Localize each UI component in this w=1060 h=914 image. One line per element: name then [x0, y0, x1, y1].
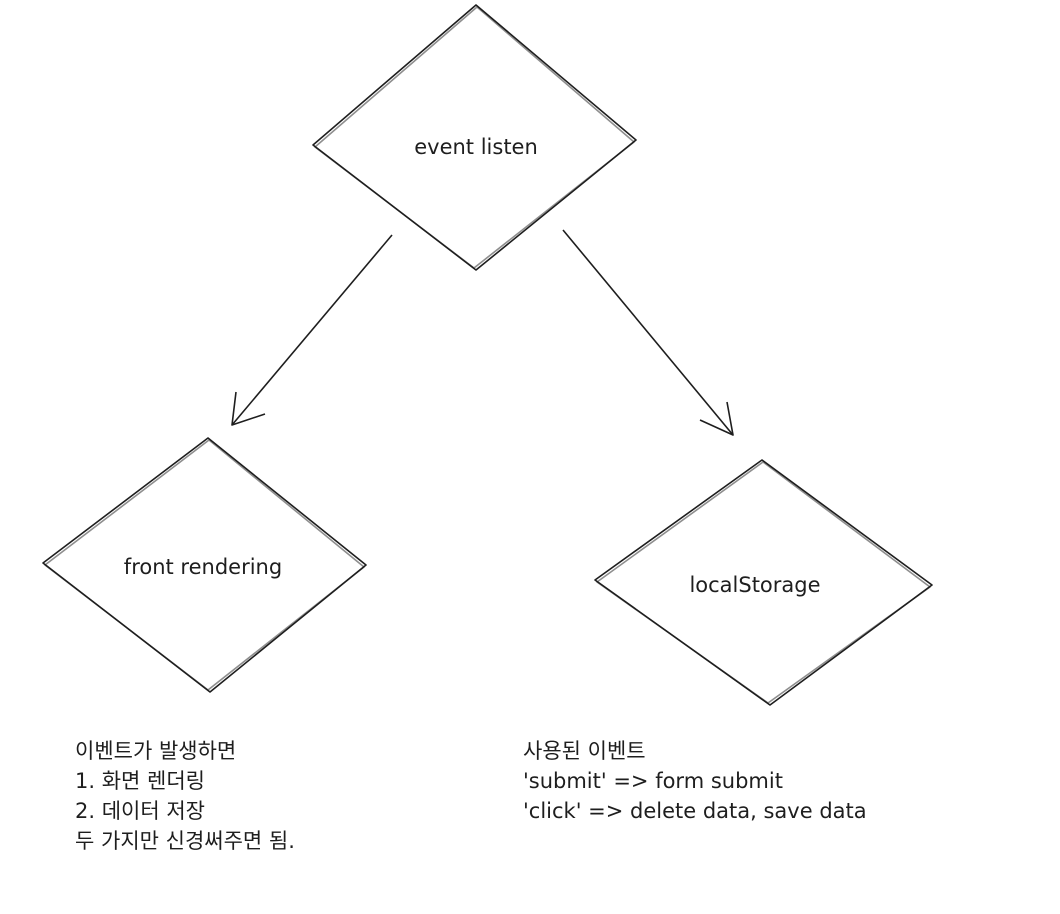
note-line: 사용된 이벤트 — [523, 739, 646, 763]
arrow-to-front-rendering — [231, 234, 393, 426]
note-right: 사용된 이벤트 'submit' => form submit 'click' … — [523, 736, 867, 826]
node-label: localStorage — [689, 573, 820, 597]
note-line: 'click' => delete data, save data — [523, 799, 867, 823]
arrow-to-local-storage — [562, 229, 734, 436]
note-line: 이벤트가 발생하면 — [75, 739, 237, 763]
note-line: 'submit' => form submit — [523, 769, 783, 793]
node-event-listen[interactable]: event listen — [312, 4, 637, 271]
note-left: 이벤트가 발생하면 1. 화면 렌더링 2. 데이터 저장 두 가지만 신경써주… — [75, 736, 295, 856]
note-line: 두 가지만 신경써주면 됨. — [75, 829, 295, 853]
diamond-sketch-stroke — [314, 6, 635, 269]
arrowhead-icon — [699, 401, 734, 436]
node-front-rendering[interactable]: front rendering — [42, 437, 367, 693]
note-line: 2. 데이터 저장 — [75, 799, 205, 823]
node-local-storage[interactable]: localStorage — [594, 459, 933, 706]
note-line: 1. 화면 렌더링 — [75, 769, 205, 793]
arrow-line — [231, 234, 393, 426]
node-label: front rendering — [124, 555, 282, 579]
diamond-sketch-stroke — [596, 461, 931, 704]
diamond-sketch-stroke — [44, 439, 365, 691]
arrow-line — [562, 229, 734, 436]
arrowhead-icon — [231, 391, 266, 426]
node-label: event listen — [414, 135, 538, 159]
